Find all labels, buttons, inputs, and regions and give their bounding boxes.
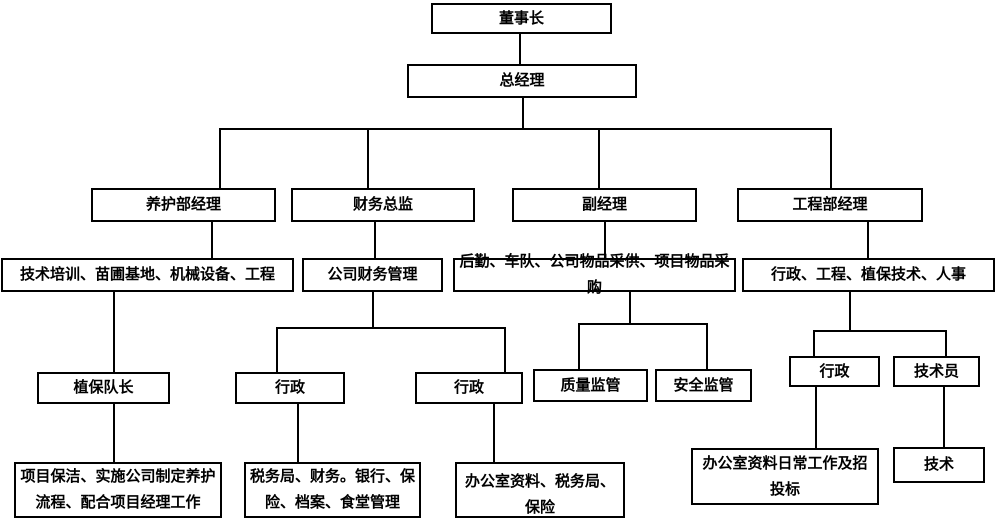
org-node-admin-finance-2: 行政	[415, 372, 523, 404]
connector-vertical-line	[211, 222, 213, 258]
connector-vertical-line	[578, 323, 580, 369]
org-node-finance-director: 财务总监	[291, 188, 475, 222]
connector-horizontal-line	[276, 327, 506, 329]
connector-horizontal-line	[578, 323, 706, 325]
connector-horizontal-line	[219, 128, 831, 130]
org-node-engineering-scope: 行政、工程、植保技术、人事	[742, 258, 995, 292]
connector-vertical-line	[629, 292, 631, 323]
org-node-admin-engineering: 行政	[789, 356, 880, 387]
connector-vertical-line	[113, 404, 115, 462]
connector-horizontal-line	[813, 330, 945, 332]
connector-vertical-line	[374, 222, 376, 258]
connector-vertical-line	[504, 327, 506, 372]
connector-vertical-line	[113, 292, 115, 372]
org-node-tax-finance: 税务局、财务。银行、保险、档案、食堂管理	[244, 462, 421, 518]
connector-vertical-line	[815, 387, 817, 448]
connector-vertical-line	[297, 404, 299, 462]
connector-vertical-line	[943, 387, 945, 447]
org-node-plant-protection-leader: 植保队长	[37, 372, 170, 404]
org-node-technician: 技术员	[893, 356, 980, 387]
connector-vertical-line	[830, 128, 832, 188]
connector-vertical-line	[598, 128, 600, 188]
org-node-maintenance-dept-manager: 养护部经理	[91, 188, 276, 222]
org-node-office-daily-work: 办公室资料日常工作及招投标	[691, 448, 879, 505]
connector-vertical-line	[367, 128, 369, 188]
org-node-office-documents: 办公室资料、税务局、保险	[455, 462, 625, 518]
org-node-maintenance-scope: 技术培训、苗圃基地、机械设备、工程	[1, 258, 294, 292]
org-node-quality-supervision: 质量监管	[533, 369, 648, 402]
connector-vertical-line	[372, 292, 374, 327]
connector-vertical-line	[276, 327, 278, 372]
org-node-safety-supervision: 安全监管	[655, 369, 752, 402]
org-node-technology: 技术	[893, 447, 985, 483]
org-node-general-manager: 总经理	[407, 64, 637, 98]
org-node-deputy-manager: 副经理	[512, 188, 697, 222]
connector-vertical-line	[706, 323, 708, 369]
org-node-company-finance-mgmt: 公司财务管理	[302, 258, 443, 292]
org-node-engineering-dept-manager: 工程部经理	[737, 188, 923, 222]
connector-vertical-line	[493, 404, 495, 462]
connector-vertical-line	[522, 98, 524, 128]
org-node-project-cleaning: 项目保洁、实施公司制定养护流程、配合项目经理工作	[14, 462, 222, 518]
connector-vertical-line	[945, 330, 947, 356]
connector-vertical-line	[849, 292, 851, 330]
org-node-admin-finance-1: 行政	[235, 372, 345, 404]
connector-vertical-line	[604, 222, 606, 258]
connector-vertical-line	[519, 33, 521, 64]
org-node-logistics-scope: 后勤、车队、公司物品采供、项目物品采购	[453, 253, 736, 296]
org-node-chairman: 董事长	[431, 3, 612, 34]
connector-vertical-line	[219, 128, 221, 188]
connector-vertical-line	[867, 222, 869, 258]
connector-vertical-line	[813, 330, 815, 356]
